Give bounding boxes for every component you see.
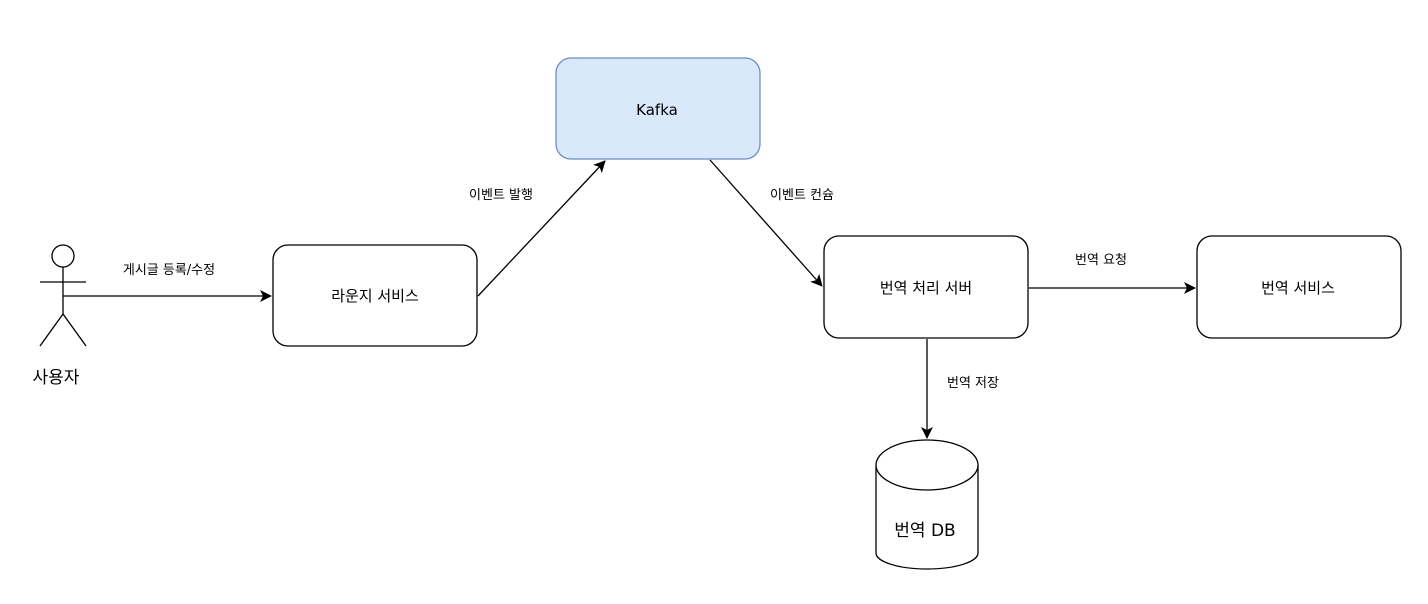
edge-event-publish: 이벤트 발행 <box>469 160 606 297</box>
edge-post-register-label: 게시글 등록/수정 <box>123 263 215 278</box>
user-actor: 사용자 <box>33 244 87 388</box>
actor-left-leg <box>39 313 64 347</box>
actor-label: 사용자 <box>33 368 80 388</box>
edge-event-consume-line <box>709 159 823 287</box>
node-lounge-service-box <box>272 244 478 347</box>
edge-event-consume: 이벤트 컨슘 <box>709 159 834 287</box>
edge-translate-store-label: 번역 저장 <box>947 376 999 391</box>
edge-translate-store: 번역 저장 <box>921 339 999 439</box>
node-lounge-service: 라운지 서비스 <box>272 244 478 347</box>
node-kafka: Kafka <box>555 57 761 160</box>
node-kafka-label: Kafka <box>636 101 678 119</box>
node-translation-db-label: 번역 DB <box>894 521 955 541</box>
node-translation-processor: 번역 처리 서버 <box>823 235 1029 339</box>
edge-event-publish-line <box>477 160 606 297</box>
db-cylinder-body <box>875 465 979 570</box>
actor-right-leg <box>62 313 87 347</box>
node-translation-processor-label: 번역 처리 서버 <box>880 279 972 297</box>
edge-post-register: 게시글 등록/수정 <box>63 263 272 302</box>
node-translation-service-label: 번역 서비스 <box>1261 279 1335 297</box>
actor-head <box>51 244 75 268</box>
node-lounge-service-label: 라운지 서비스 <box>331 287 419 305</box>
edge-translate-request-label: 번역 요청 <box>1075 253 1127 268</box>
edge-translate-request: 번역 요청 <box>1029 253 1196 294</box>
node-translation-processor-box <box>823 235 1029 339</box>
node-translation-db: 번역 DB <box>875 439 979 570</box>
db-cylinder-top <box>875 439 979 491</box>
node-kafka-box <box>555 57 761 160</box>
edge-event-consume-label: 이벤트 컨슘 <box>770 188 834 203</box>
node-translation-service: 번역 서비스 <box>1196 235 1402 339</box>
node-translation-service-box <box>1196 235 1402 339</box>
edge-event-publish-label: 이벤트 발행 <box>469 187 533 203</box>
